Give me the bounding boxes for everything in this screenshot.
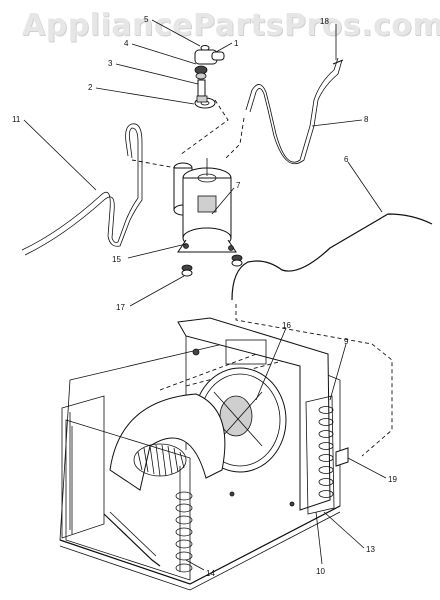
watermark-logo: AppliancePartsPros.com	[22, 8, 440, 43]
connection-guides	[131, 99, 393, 457]
tube-6	[231, 213, 433, 301]
condenser-coil-bends	[318, 406, 334, 498]
callout-9: 9	[344, 337, 349, 346]
callout-15: 15	[112, 255, 121, 264]
callout-4: 4	[124, 39, 129, 48]
callout-10: 10	[316, 567, 325, 576]
callout-19: 19	[388, 475, 397, 484]
callout-18: 18	[320, 17, 329, 26]
callout-8: 8	[364, 115, 369, 124]
blower-wheel	[133, 443, 187, 477]
callout-1: 1	[234, 39, 239, 48]
evaporator-coil-bends	[175, 491, 193, 573]
compressor-assembly	[173, 45, 243, 277]
chassis-assembly	[59, 317, 349, 591]
callout-16: 16	[282, 321, 291, 330]
tube-11	[21, 123, 143, 256]
callout-17: 17	[116, 303, 125, 312]
callout-labels: 1 2 3 4 5 6 7 8 9 10 11 13 14 15 16 17 1…	[12, 15, 397, 578]
tube-8	[245, 57, 343, 165]
callout-14: 14	[206, 569, 215, 578]
callout-13: 13	[366, 545, 375, 554]
callout-5: 5	[144, 15, 149, 24]
callout-6: 6	[344, 155, 349, 164]
callout-2: 2	[88, 83, 93, 92]
tube-18	[332, 59, 344, 65]
leader-lines	[23, 19, 387, 571]
callout-3: 3	[108, 59, 113, 68]
callout-11: 11	[12, 115, 21, 124]
callout-7: 7	[236, 181, 241, 190]
